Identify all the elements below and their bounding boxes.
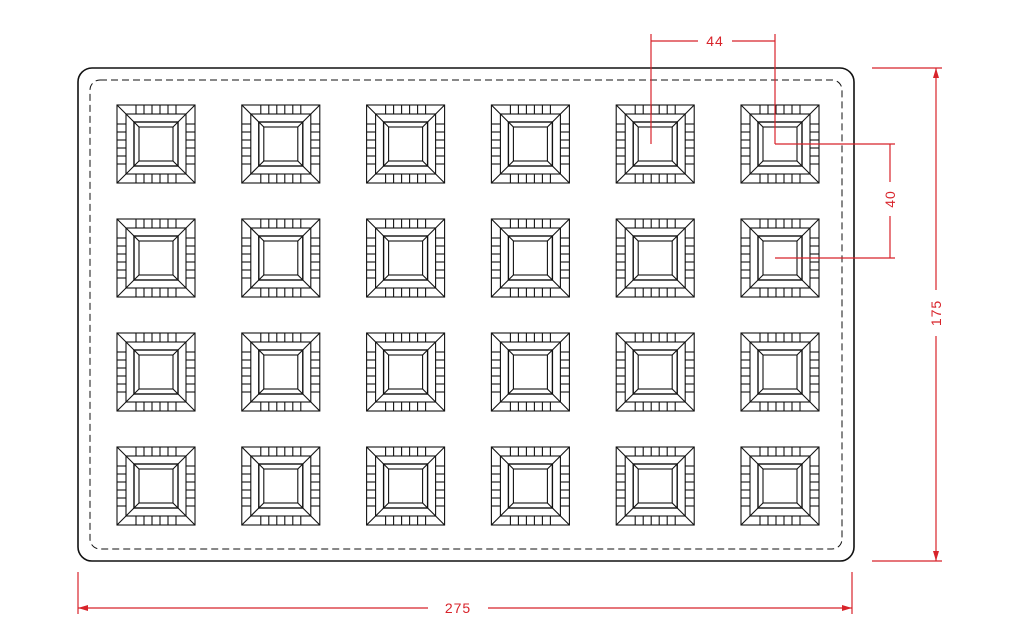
- cavity-4-2: [241, 446, 321, 526]
- cavity-2-2: [241, 218, 321, 298]
- cavity-2-4: [490, 218, 570, 298]
- overall-height-label: 175: [928, 300, 944, 326]
- dimension-lines: [77, 34, 942, 614]
- mold-inner-dashed-outline: [89, 79, 843, 550]
- cavity-1-4: [490, 104, 570, 184]
- cavity-2-1: [116, 218, 196, 298]
- cavity-1-1: [116, 104, 196, 184]
- pitch-y-dimension: [775, 143, 895, 259]
- cavity-3-5: [615, 332, 695, 412]
- cavity-3-3: [366, 332, 446, 412]
- cavity-1-5: [615, 104, 695, 184]
- cavity-4-1: [116, 446, 196, 526]
- mold-outline: [77, 67, 855, 562]
- dimension-labels: 275 175 44 40: [445, 33, 944, 616]
- mold-plate: [77, 67, 855, 562]
- cavity-4-5: [615, 446, 695, 526]
- cavity-4-4: [490, 446, 570, 526]
- cavity-3-1: [116, 332, 196, 412]
- pitch-y-label: 40: [882, 190, 898, 208]
- cavity-2-3: [366, 218, 446, 298]
- cavity-grid: [116, 104, 820, 526]
- cavity-3-6: [740, 332, 820, 412]
- cavity-4-6: [740, 446, 820, 526]
- pitch-x-dimension: [650, 34, 776, 144]
- overall-width-label: 275: [445, 600, 471, 616]
- height-dimension: [872, 67, 942, 562]
- width-dimension: [77, 572, 853, 614]
- cavity-3-2: [241, 332, 321, 412]
- cavity-4-3: [366, 446, 446, 526]
- cavity-1-2: [241, 104, 321, 184]
- pitch-x-label: 44: [706, 33, 724, 49]
- cavity-2-5: [615, 218, 695, 298]
- cavity-3-4: [490, 332, 570, 412]
- cavity-1-3: [366, 104, 446, 184]
